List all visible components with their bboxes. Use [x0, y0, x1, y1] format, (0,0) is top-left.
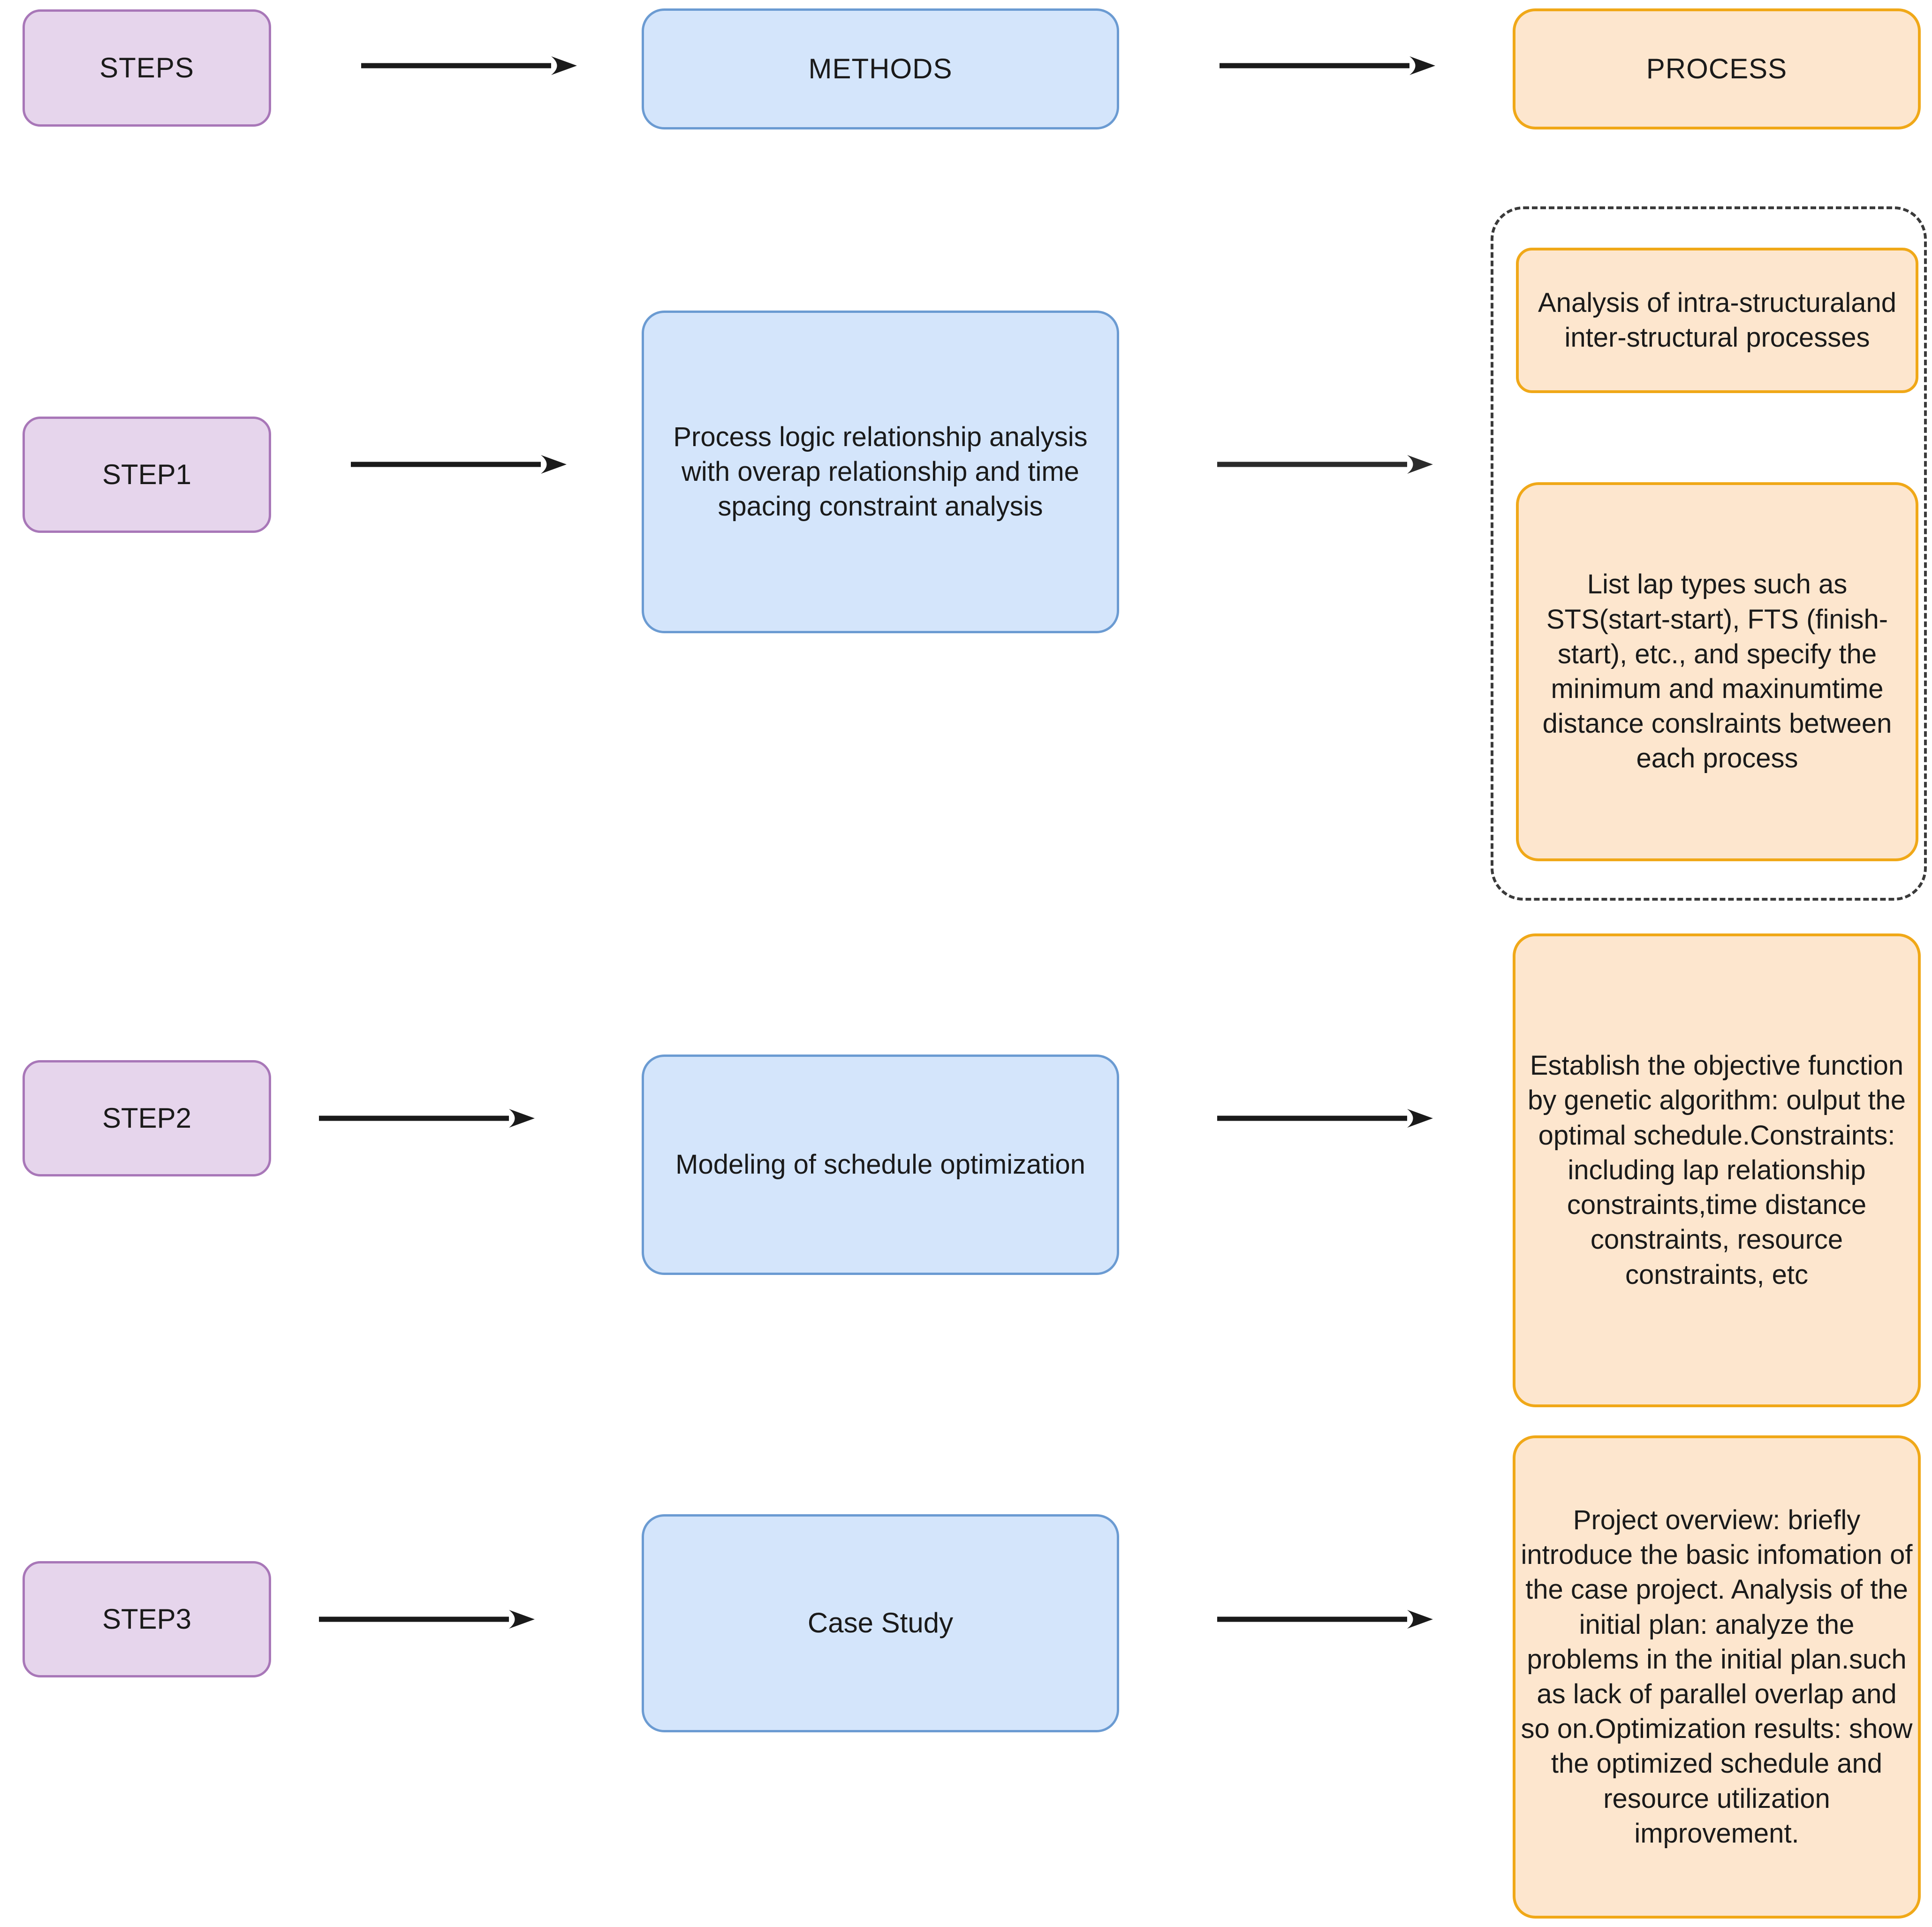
method-label-step3: Case Study [807, 1607, 954, 1639]
arrow-header-steps-to-methods [361, 56, 577, 75]
step-label-step2: STEP2 [102, 1102, 192, 1134]
arrow-step3-to-method3 [319, 1610, 535, 1629]
method-box-step1[interactable]: Process logic relationship analysis with… [642, 311, 1119, 633]
process-label-step3-item1: Project overview: briefly introduce the … [1521, 1504, 1913, 1849]
process-group-dashed-step1 [1491, 206, 1927, 901]
process-label-step1-item2: List lap types such as STS(start-start),… [1542, 569, 1892, 774]
header-label-steps: STEPS [99, 52, 194, 83]
arrow-method1-to-process1 [1217, 455, 1433, 474]
process-box-step3-item1[interactable]: Project overview: briefly introduce the … [1513, 1435, 1921, 1919]
step-label-step3: STEP3 [102, 1603, 192, 1635]
step-label-step1: STEP1 [102, 458, 192, 490]
header-box-process: PROCESS [1513, 8, 1921, 129]
header-label-methods: METHODS [808, 53, 953, 84]
header-label-process: PROCESS [1646, 53, 1788, 84]
arrow-step1-to-method1 [351, 455, 567, 474]
method-box-step2[interactable]: Modeling of schedule optimization [642, 1055, 1119, 1275]
header-box-methods: METHODS [642, 8, 1119, 129]
method-label-step1: Process logic relationship analysis with… [673, 421, 1088, 522]
step-box-step2[interactable]: STEP2 [23, 1060, 271, 1176]
step-box-step3[interactable]: STEP3 [23, 1561, 271, 1677]
step-box-step1[interactable]: STEP1 [23, 417, 271, 533]
method-box-step3[interactable]: Case Study [642, 1514, 1119, 1732]
arrow-step2-to-method2 [319, 1109, 535, 1128]
process-label-step2-item1: Establish the objective function by gene… [1527, 1050, 1906, 1290]
arrow-header-methods-to-process [1220, 56, 1435, 75]
arrow-method3-to-process3 [1217, 1610, 1433, 1629]
process-box-step1-item1[interactable]: Analysis of intra-structuraland inter-st… [1516, 248, 1918, 393]
method-label-step2: Modeling of schedule optimization [675, 1149, 1085, 1180]
process-box-step1-item2[interactable]: List lap types such as STS(start-start),… [1516, 482, 1918, 861]
header-box-steps: STEPS [23, 9, 271, 127]
process-box-step2-item1[interactable]: Establish the objective function by gene… [1513, 933, 1921, 1407]
arrow-method2-to-process2 [1217, 1109, 1433, 1128]
process-label-step1-item1: Analysis of intra-structuraland inter-st… [1538, 287, 1896, 353]
